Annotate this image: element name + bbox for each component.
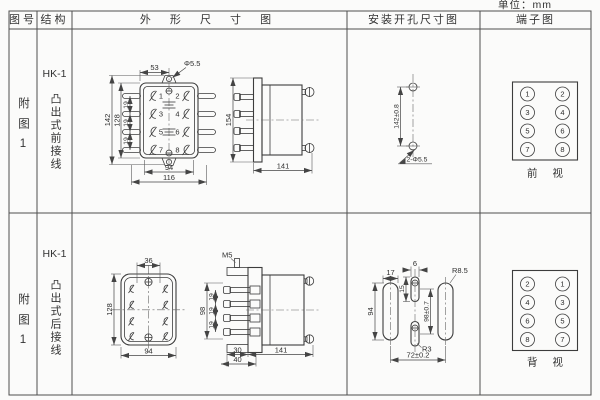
header-figure-no: 图号 <box>9 14 37 26</box>
terminal-diagram-front: 1 2 3 4 5 6 7 8 前 视 <box>511 81 579 180</box>
unit-label: 单位：mm <box>498 0 552 11</box>
rear-side-pins <box>223 285 261 337</box>
dim-thread: M5 <box>222 251 232 260</box>
rear-terminals <box>128 284 169 341</box>
view-label-rear: 背 视 <box>527 356 569 369</box>
terminal-number: 8 <box>175 146 179 155</box>
structure-label-row2: 凸出式后接线 <box>49 279 61 357</box>
dim-side-height: 154 <box>224 114 233 127</box>
dim-pitch: 19 <box>123 137 130 145</box>
terminal-number: 8 <box>560 145 564 154</box>
dim-body-height: 128 <box>113 114 122 127</box>
terminal-number: 8 <box>525 335 529 344</box>
terminal-number: 5 <box>159 128 163 137</box>
terminal-number: 5 <box>525 127 529 136</box>
terminal-number: 1 <box>560 280 564 289</box>
dim-overall-width: 116 <box>163 173 175 182</box>
dim-overall-height: 142 <box>103 114 112 127</box>
dim-slot-width: 17 <box>386 268 394 277</box>
front-view-drawing: 1 2 3 4 5 6 7 8 53 Φ <box>103 59 216 185</box>
dim-foot-width: 30 <box>233 345 241 354</box>
figure-label-row1: 附图1 <box>17 97 29 159</box>
dim-mid-slot-width: 6 <box>413 259 417 268</box>
terminal-number: 6 <box>175 128 179 137</box>
dim-top-hole: Φ5.5 <box>184 59 200 68</box>
dim-top-width: 53 <box>150 63 158 72</box>
terminal-circles: 2 1 4 3 6 5 8 7 <box>520 276 570 347</box>
dim-pitch: 19 <box>123 101 130 109</box>
dim-hole-callout: 2-Φ5.5 <box>407 157 428 164</box>
dim-body-width: 94 <box>144 346 152 355</box>
dim-hole-spacing: 142±0.8 <box>394 104 401 129</box>
terminal-number: 7 <box>159 146 163 155</box>
dim-top-width: 36 <box>144 256 152 265</box>
dim-pitch: 19 <box>209 293 216 301</box>
terminal-number: 4 <box>525 298 529 307</box>
terminal-number: 2 <box>525 280 529 289</box>
terminal-number: 3 <box>525 108 529 117</box>
terminal-number: 7 <box>560 335 564 344</box>
model-label-row2: HK-1 <box>42 248 67 260</box>
dim-foot-overall: 40 <box>233 355 241 364</box>
terminal-number: 3 <box>159 110 163 119</box>
terminal-number: 1 <box>159 92 163 101</box>
dim-mid-slot-height: 15 <box>399 285 406 293</box>
structure-label-row1: 凸出式前接线 <box>49 93 61 171</box>
dim-depth: 141 <box>275 345 288 354</box>
rear-mounting-holes-drawing: 17 94 6 15 98±0.7 R8.5 R <box>366 259 468 363</box>
rear-side-view-drawing: M5 <box>198 251 320 367</box>
dim-inner-width: 94 <box>165 163 173 172</box>
dim-slot-height: 94 <box>366 307 375 315</box>
side-pins <box>233 93 254 152</box>
terminal-circles: 1 2 3 4 5 6 7 8 <box>520 86 570 157</box>
terminal-diagram-rear: 2 1 4 3 6 5 8 7 背 视 <box>511 269 579 369</box>
header-terminal: 端子图 <box>516 14 555 26</box>
table-grid <box>8 10 592 396</box>
header-outline: 外 形 尺 寸 图 <box>139 14 280 26</box>
terminal-number: 2 <box>560 90 564 99</box>
terminal-number: 6 <box>525 317 529 326</box>
front-view-terminal-numbers: 1 2 3 4 5 6 7 8 <box>159 92 180 155</box>
dim-body-height: 128 <box>105 303 114 316</box>
terminal-number: 2 <box>175 92 179 101</box>
dim-slot-spacing: 72±0.2 <box>407 351 430 360</box>
contact-symbols <box>149 90 190 156</box>
terminal-number: 1 <box>525 90 529 99</box>
header-mounting: 安装开孔尺寸图 <box>368 14 459 26</box>
terminal-number: 6 <box>560 127 564 136</box>
terminal-number: 4 <box>560 108 564 117</box>
terminal-number: 3 <box>560 298 564 307</box>
header-structure: 结构 <box>40 14 69 26</box>
side-view-drawing: 154 141 <box>224 77 320 174</box>
dim-corner-radius: R8.5 <box>452 266 468 275</box>
mounting-holes-drawing: 142±0.8 2-Φ5.5 <box>394 74 432 165</box>
dim-depth: 141 <box>277 161 290 170</box>
dim-pitch: 19 <box>123 119 130 127</box>
model-label-row1: HK-1 <box>42 68 67 80</box>
rear-view-drawing: 36 128 94 <box>105 256 185 359</box>
dim-small-radius: R3 <box>422 345 432 354</box>
terminal-number: 4 <box>175 110 179 119</box>
dim-side-height: 98 <box>198 307 207 315</box>
dim-pitch: 19 <box>209 321 216 329</box>
terminal-number: 7 <box>525 145 529 154</box>
figure-label-row2: 附图1 <box>17 293 29 355</box>
view-label-front: 前 视 <box>527 167 569 180</box>
dim-mid-slot-spacing: 98±0.7 <box>424 301 431 322</box>
dim-pitch: 19 <box>209 307 216 315</box>
terminal-number: 5 <box>560 317 564 326</box>
